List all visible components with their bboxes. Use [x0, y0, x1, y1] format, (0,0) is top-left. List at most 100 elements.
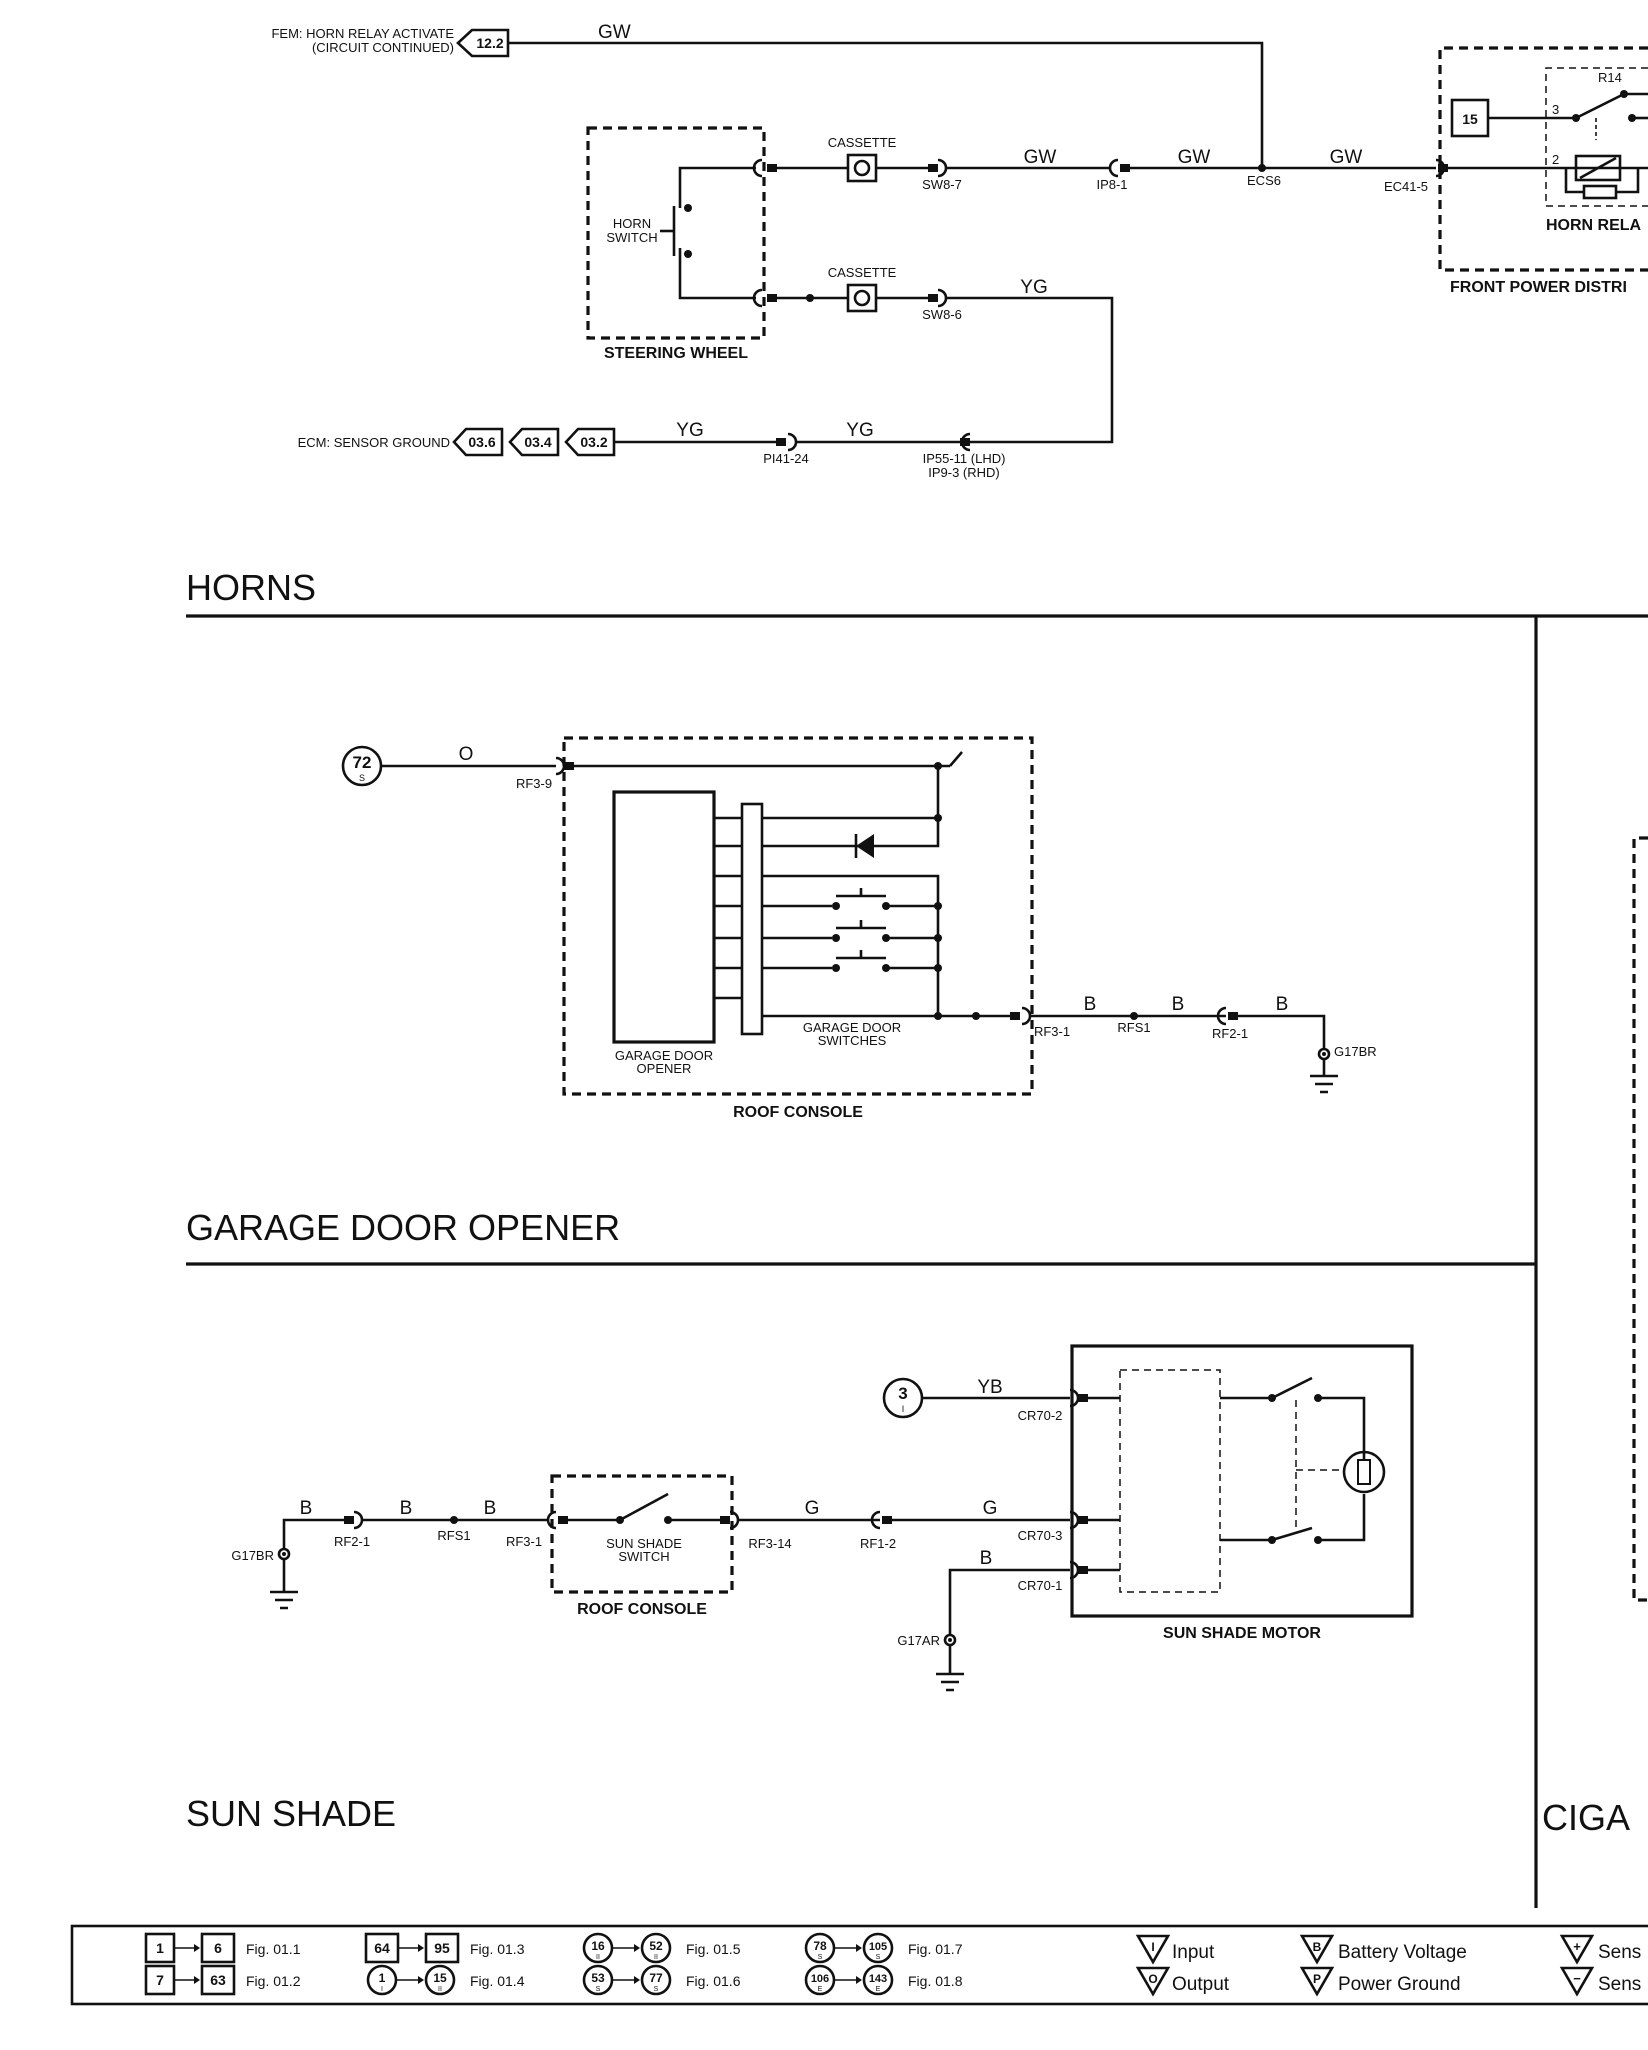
ip55-11-label: IP55-11 (LHD) — [923, 451, 1006, 466]
fem-label-line2: (CIRCUIT CONTINUED) — [312, 40, 454, 55]
ground-symbol-g17ar — [936, 1645, 964, 1692]
motor-relay-b-out — [1318, 1494, 1366, 1542]
ecm-ref-2: 03.4 — [524, 434, 551, 450]
sunshade-roof-console-box — [550, 1474, 734, 1594]
garage-switch-3 — [836, 950, 886, 960]
ciga-title: CIGA — [1542, 1797, 1630, 1838]
horn-relay-coil-slash — [1579, 156, 1617, 180]
sunshade-switch-blade — [619, 1492, 669, 1522]
legend-circle-3-from-sub: S — [596, 1986, 601, 1993]
pin-pi41-24 — [776, 438, 786, 446]
legend-power-ground-label: Power Ground — [1338, 1974, 1461, 1995]
wire-b-ground-left — [282, 1518, 346, 1550]
garage-wire-b-label-3: B — [1276, 994, 1289, 1015]
front-power-box — [1438, 46, 1648, 272]
legend-box-3-from-text: 64 — [374, 1940, 390, 1956]
connector-rf2-1 — [1216, 1006, 1227, 1026]
sunshade-wire-b-label-4: B — [980, 1548, 993, 1569]
sunshade-title: SUN SHADE — [186, 1793, 396, 1834]
sw8-7-label: SW8-7 — [922, 177, 962, 192]
garage-switches-label-2: SWITCHES — [818, 1033, 887, 1048]
legend-power-ground-triangle — [1299, 1966, 1335, 1997]
wire-gw-label-top: GW — [598, 22, 631, 43]
sunshade-switch-label-1: SUN SHADE — [606, 1536, 682, 1551]
motor-control-module — [1119, 1369, 1221, 1593]
legend-circle-1-fig: Fig. 01.4 — [470, 1973, 525, 1989]
pin-rf3-14 — [720, 1516, 730, 1524]
ecm-ref-3: 03.2 — [580, 434, 607, 450]
garage-opener-module — [612, 790, 716, 1044]
legend-circle-5-from-sub: E — [818, 1986, 823, 1993]
horn-relay-coil — [1574, 154, 1622, 182]
sunshade-roof-console-label: ROOF CONSOLE — [577, 1601, 707, 1618]
garage-switch-1 — [836, 888, 886, 898]
legend-battery-triangle — [1299, 1934, 1335, 1965]
legend-circle-2-to — [640, 1932, 672, 1964]
sunshade-wire-g-label-1: G — [805, 1498, 820, 1519]
circuit-72-number: 72 — [353, 753, 372, 772]
connector-pi41-24 — [787, 432, 798, 452]
legend-box-2-fig: Fig. 01.2 — [246, 1973, 301, 1989]
garage-opener-label-2: OPENER — [637, 1061, 692, 1076]
pin-ec41-5 — [1438, 164, 1448, 172]
legend-box-3-to — [424, 1932, 460, 1964]
cassette-top-coil — [853, 159, 871, 177]
legend-circle-pair-2: 16 II 52 II Fig. 01.5 — [582, 1932, 741, 1964]
splice-sw3 — [934, 964, 942, 972]
legend-box-3-arrowhead — [418, 1944, 424, 1952]
legend-box-1-arrowhead — [194, 1944, 200, 1952]
legend-sensor-plus-triangle — [1559, 1934, 1595, 1965]
cassette-bottom-label: CASSETTE — [828, 265, 897, 280]
front-power-label: FRONT POWER DISTRI — [1450, 279, 1627, 296]
horn-switch-label-2: SWITCH — [606, 230, 657, 245]
connector-sw-bottom — [752, 288, 763, 308]
legend-input-code: I — [1151, 1940, 1154, 1954]
diode-symbol — [856, 834, 874, 858]
legend-circle-4-to — [862, 1932, 894, 1964]
sunshade-g17br-label: G17BR — [231, 1548, 274, 1563]
legend-box-1-to — [200, 1932, 236, 1964]
sw2-contact-a — [832, 934, 840, 942]
pin-rf2-1-sun — [344, 1516, 354, 1524]
ecm-ref-arrow-2 — [508, 427, 560, 457]
splice-sw2 — [934, 934, 942, 942]
motor-armature — [1357, 1459, 1371, 1485]
wire-bus-2-diode — [762, 818, 940, 848]
legend-box-2-arrowhead — [194, 1976, 200, 1984]
wire-o-label: O — [459, 744, 474, 765]
r14-switch-blade — [1575, 92, 1625, 120]
garage-opener-bus — [740, 802, 764, 1036]
cassette-bottom-coil — [853, 289, 871, 307]
sunshade-rf1-2-label: RF1-2 — [860, 1536, 896, 1551]
wire-yg-label-2: YG — [846, 420, 873, 441]
cr70-2-label: CR70-2 — [1018, 1408, 1063, 1423]
ecm-ground-label: ECM: SENSOR GROUND — [298, 435, 450, 450]
legend-box-2-from-text: 7 — [156, 1972, 164, 1988]
legend-circle-4-to-sub: S — [876, 1954, 881, 1961]
motor-input-leads — [1088, 1396, 1120, 1572]
legend-box-1-from-text: 1 — [156, 1940, 164, 1956]
legend-circle-5-to-sub: E — [876, 1986, 881, 1993]
fem-ref-number: 12.2 — [476, 35, 503, 51]
pin-rf3-1-sun — [558, 1516, 568, 1524]
connector-sw8-7 — [937, 158, 948, 178]
legend-circle-pair-4: 78 S 105 S Fig. 01.7 — [804, 1932, 963, 1964]
pin-cr70-1 — [1078, 1566, 1088, 1574]
steering-wheel-box — [586, 126, 766, 340]
r14-label: R14 — [1598, 70, 1622, 85]
wire-o-stub — [949, 751, 963, 767]
motor-relay-a-blade — [1271, 1376, 1313, 1400]
wire-b-cr70-1-ground — [948, 1568, 1070, 1636]
sunshade-wire-b-label-3: B — [484, 1498, 497, 1519]
legend-input-triangle — [1135, 1934, 1171, 1965]
rf3-9-label: RF3-9 — [516, 776, 552, 791]
garage-title: GARAGE DOOR OPENER — [186, 1207, 620, 1248]
legend-sensor-minus-triangle — [1559, 1966, 1595, 1997]
ec41-5-label: EC41-5 — [1384, 179, 1428, 194]
pin-ip55-11 — [960, 438, 970, 446]
cassette-bottom — [846, 283, 878, 313]
wire-b-to-ground — [1238, 1014, 1326, 1050]
connector-ip8-1 — [1108, 158, 1119, 178]
legend-battery-label: Battery Voltage — [1338, 1942, 1467, 1963]
